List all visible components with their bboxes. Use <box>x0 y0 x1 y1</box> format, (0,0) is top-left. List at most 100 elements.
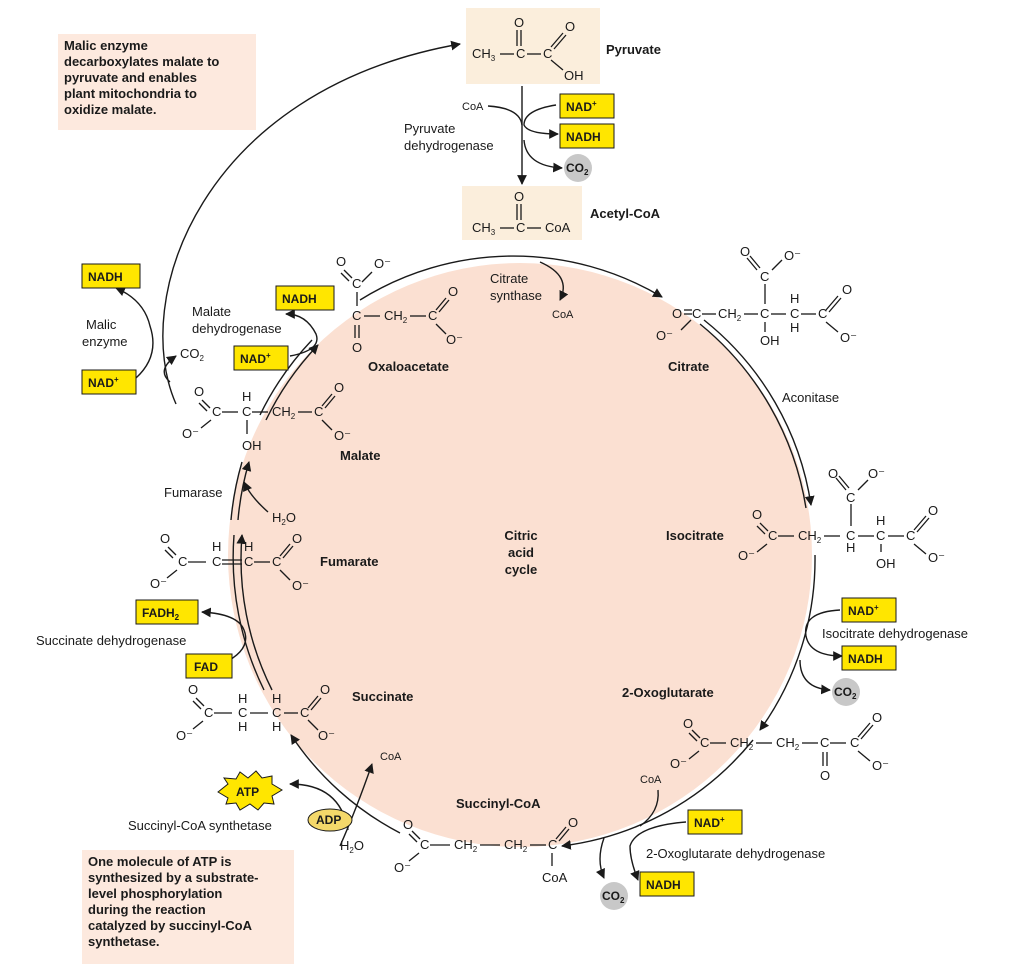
oxaloacetate-label: Oxaloacetate <box>368 359 449 374</box>
note-line: pyruvate and enables <box>64 70 197 85</box>
nad-badge-ogdh: NAD+ <box>687 809 743 835</box>
svg-text:C: C <box>272 554 281 569</box>
svg-text:FAD: FAD <box>194 660 218 674</box>
svg-text:O: O <box>568 815 578 830</box>
svg-text:H: H <box>790 320 799 335</box>
scs-water-label: H2O <box>340 838 364 855</box>
malic-enzyme-label: enzyme <box>82 334 128 349</box>
svg-text:CH2: CH2 <box>718 306 742 323</box>
svg-text:O⁻: O⁻ <box>182 426 199 441</box>
fumarase-water-label: H2O <box>272 510 296 527</box>
center-label: cycle <box>505 562 538 577</box>
svg-text:CH2: CH2 <box>776 735 800 752</box>
mdh-label: Malate <box>192 304 231 319</box>
scs-label: Succinyl-CoA synthetase <box>128 818 272 833</box>
svg-text:O: O <box>740 244 750 259</box>
svg-text:O⁻: O⁻ <box>334 428 351 443</box>
svg-text:NAD+: NAD+ <box>566 99 597 114</box>
svg-text:CoA: CoA <box>542 870 568 885</box>
svg-text:O⁻: O⁻ <box>150 576 167 591</box>
fumarate-label: Fumarate <box>320 554 379 569</box>
svg-text:C: C <box>760 306 769 321</box>
nadh-badge-pdh: NADH <box>559 123 615 149</box>
svg-text:H: H <box>238 691 247 706</box>
svg-text:C: C <box>244 554 253 569</box>
ogdh-coa-label: CoA <box>640 774 662 786</box>
svg-text:C: C <box>178 554 187 569</box>
cycle-disc <box>228 263 812 847</box>
svg-text:ADP: ADP <box>316 813 341 827</box>
note-line: catalyzed by succinyl-CoA <box>88 918 252 933</box>
aconitase-label: Aconitase <box>782 390 839 405</box>
svg-text:O: O <box>928 503 938 518</box>
svg-text:C: C <box>760 269 769 284</box>
note-line: synthesized by a substrate- <box>88 870 259 885</box>
citrate-structure: O C O⁻ CH2 C C O O⁻ OH H C H C O <box>656 244 857 348</box>
svg-text:C: C <box>700 735 709 750</box>
svg-text:O: O <box>820 768 830 783</box>
svg-text:O: O <box>828 466 838 481</box>
svg-text:CH2: CH2 <box>798 528 822 545</box>
svg-text:O: O <box>752 507 762 522</box>
malic-enzyme-nad-arrow <box>115 286 154 379</box>
svg-text:O: O <box>352 340 362 355</box>
mdh-nad-arrow <box>285 309 318 357</box>
svg-text:H: H <box>212 539 221 554</box>
svg-text:NAD+: NAD+ <box>848 603 879 618</box>
note-line: level phosphorylation <box>88 886 223 901</box>
svg-text:ATP: ATP <box>236 785 259 799</box>
icdh-nad-arrow <box>804 609 843 661</box>
scs-coa-arrow <box>339 763 374 847</box>
svg-text:CoA: CoA <box>545 220 571 235</box>
svg-text:O: O <box>872 710 882 725</box>
svg-text:C: C <box>846 490 855 505</box>
svg-text:O: O <box>565 19 575 34</box>
svg-text:O⁻: O⁻ <box>738 548 755 563</box>
oxoglutarate-label: 2-Oxoglutarate <box>622 685 714 700</box>
fumarase-water-arrow <box>242 481 269 513</box>
acetyl-coa-structure: CH3 C O CoA <box>472 189 571 237</box>
cycle-arrows <box>230 255 816 850</box>
svg-text:CH2: CH2 <box>454 837 478 854</box>
svg-text:CO2: CO2 <box>834 685 857 701</box>
fad-badge: FAD <box>185 653 233 679</box>
pyruvate-structure: CH3 C O C O OH <box>472 15 584 83</box>
svg-text:O⁻: O⁻ <box>394 860 411 875</box>
mdh-label: dehydrogenase <box>192 321 282 336</box>
svg-text:CH2: CH2 <box>504 837 528 854</box>
svg-text:C: C <box>818 306 827 321</box>
svg-text:O: O <box>672 306 682 321</box>
svg-text:NADH: NADH <box>282 292 317 306</box>
note-line: oxidize malate. <box>64 102 157 117</box>
pdh-coa-arrow <box>487 105 523 126</box>
svg-text:O⁻: O⁻ <box>656 328 673 343</box>
co2-badge-icdh: CO2 <box>832 678 860 706</box>
pyruvate-label: Pyruvate <box>606 42 661 57</box>
svg-text:O⁻: O⁻ <box>318 728 335 743</box>
svg-text:H: H <box>876 513 885 528</box>
sdh-label: Succinate dehydrogenase <box>36 633 186 648</box>
svg-text:H: H <box>272 719 281 734</box>
svg-text:C: C <box>516 46 525 61</box>
svg-text:C: C <box>314 404 323 419</box>
ogdh-nad-arrow <box>629 821 687 881</box>
svg-text:C: C <box>516 220 525 235</box>
svg-text:NAD+: NAD+ <box>88 375 119 390</box>
center-label: acid <box>508 545 534 560</box>
svg-text:C: C <box>820 735 829 750</box>
ogdh-label: 2-Oxoglutarate dehydrogenase <box>646 846 825 861</box>
svg-text:NAD+: NAD+ <box>694 815 725 830</box>
ogdh-co2-arrow <box>595 837 605 879</box>
svg-text:O: O <box>194 384 204 399</box>
pdh-label: Pyruvate <box>404 121 455 136</box>
svg-text:CH3: CH3 <box>472 220 496 237</box>
svg-text:CO2: CO2 <box>602 889 625 905</box>
scs-coa-label: CoA <box>380 751 402 763</box>
malic-enzyme-label: Malic <box>86 317 117 332</box>
citrate-synthase-label: Citrate <box>490 271 528 286</box>
pdh-label: dehydrogenase <box>404 138 494 153</box>
succinyl-coa-structure: O C O⁻ CH2 CH2 C O CoA <box>394 815 578 885</box>
svg-text:O: O <box>403 817 413 832</box>
svg-text:C: C <box>876 528 885 543</box>
